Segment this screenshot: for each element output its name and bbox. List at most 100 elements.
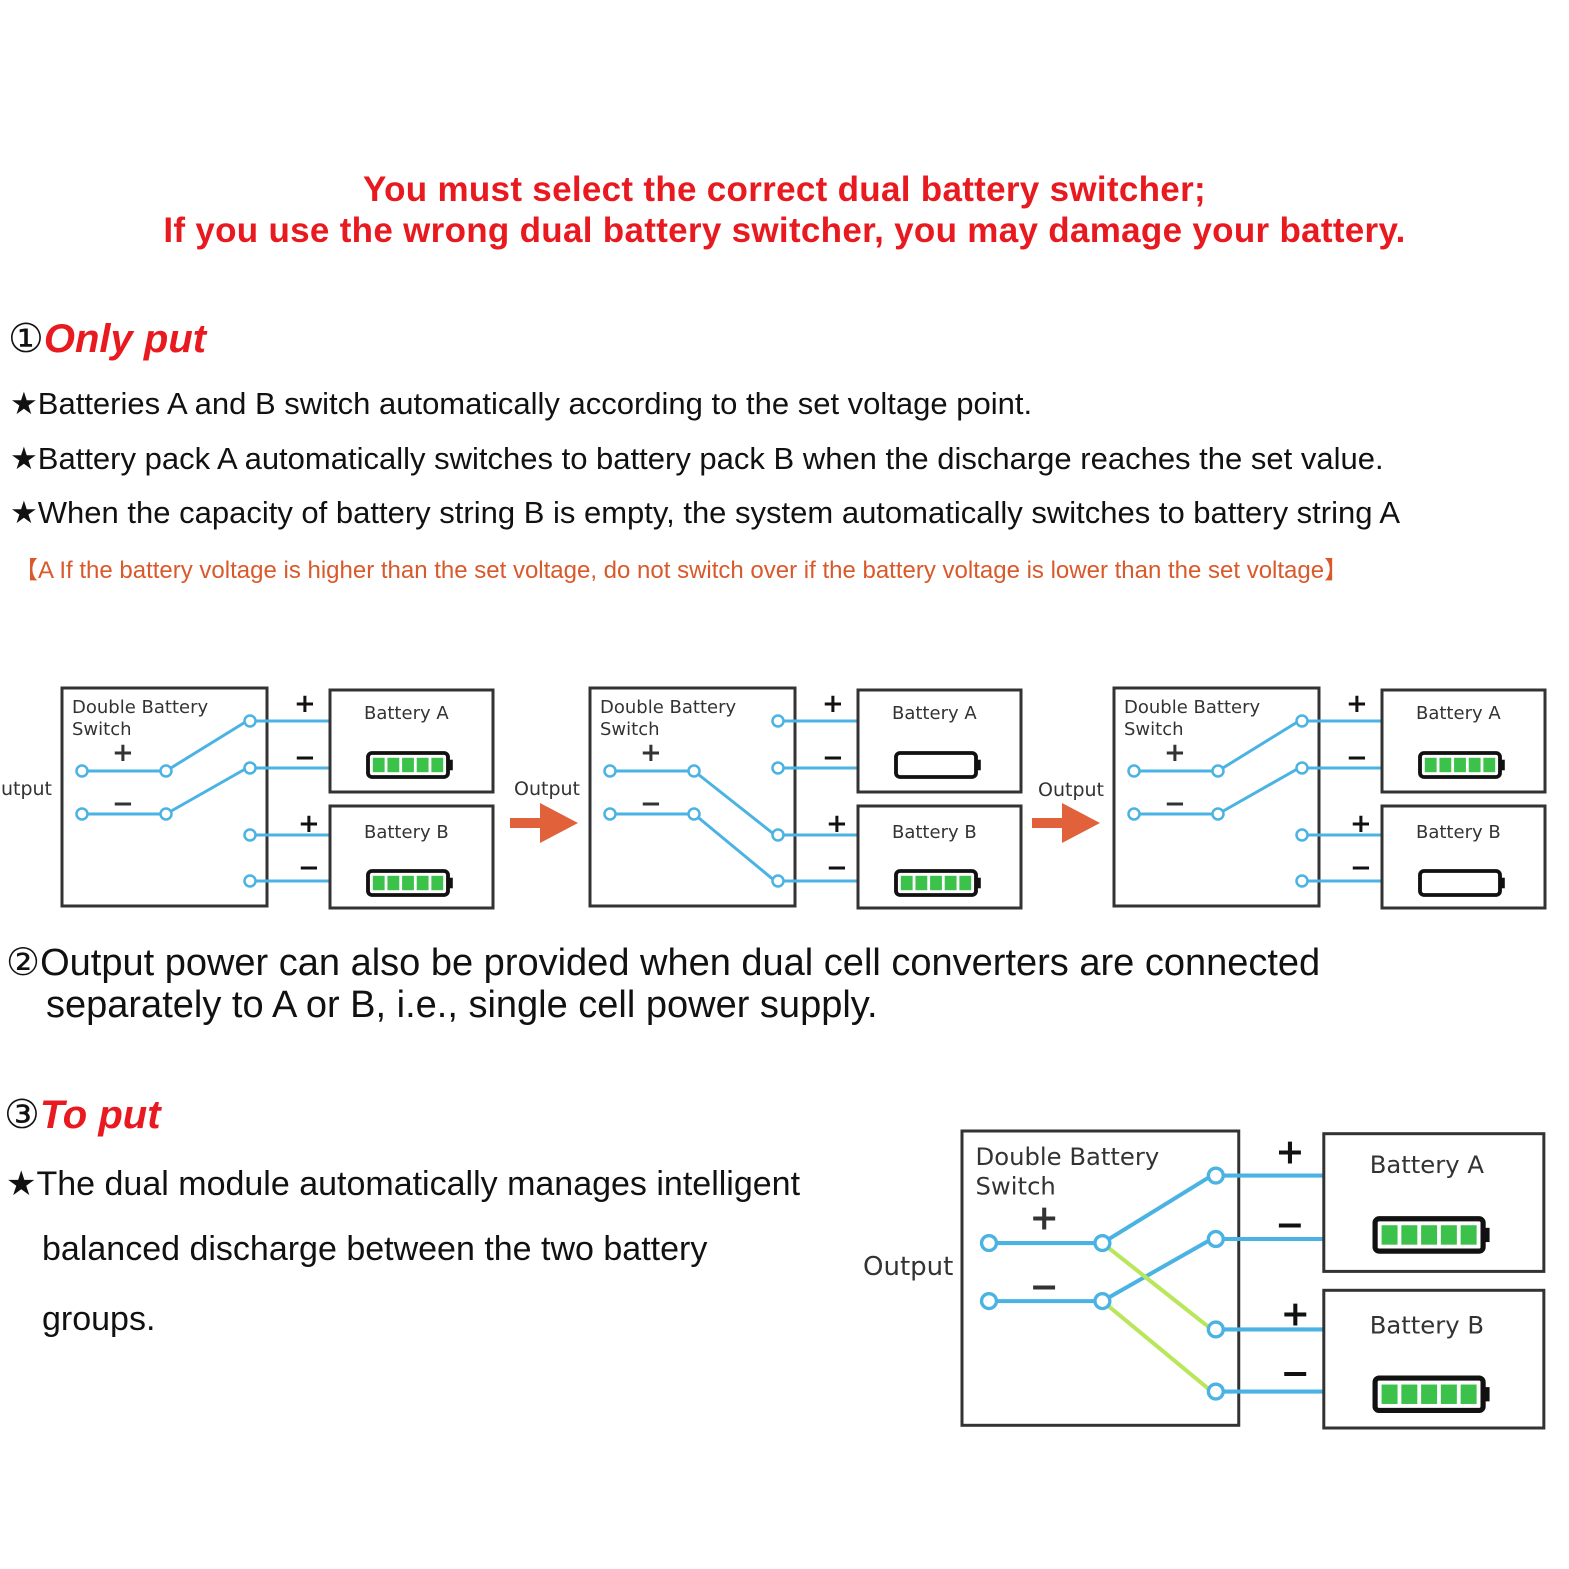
section-2-line-1: Output power can also be provided when d… [40, 942, 1321, 984]
switch-arm-plus [165, 719, 248, 773]
section-2-number: ② [6, 942, 41, 984]
switch-arm-minus [693, 812, 776, 883]
terminal-b-minus-contact [1206, 1382, 1225, 1401]
terminal-a-minus-contact [1206, 1229, 1225, 1249]
battery-b-icon-terminal [1500, 877, 1505, 889]
battery-b-icon-cell [900, 875, 913, 891]
terminal-a-minus-contact [771, 761, 785, 775]
output-label-2: Output [514, 778, 580, 800]
input-plus-contact [979, 1233, 999, 1253]
battery-a-icon-cell [387, 757, 400, 773]
arrow-head [1062, 803, 1100, 843]
battery-a-icon-cell [1381, 1225, 1398, 1245]
battery-b-plus-sign: + [1281, 1293, 1310, 1334]
battery-b-icon-cell [1440, 1384, 1457, 1404]
battery-b-icon-cell [431, 875, 444, 891]
switch-arm-plus [1217, 719, 1300, 773]
battery-a-label: Battery A [1370, 1150, 1485, 1179]
battery-a-icon-cell [1460, 1225, 1477, 1245]
switch-label-line-1: Double Battery [1124, 697, 1260, 718]
pivot-plus-contact [159, 764, 173, 778]
terminal-a-minus-contact [1295, 761, 1309, 775]
battery-b-icon-cell [915, 875, 928, 891]
switch-minus-sign: − [640, 789, 662, 819]
switch-plus-sign: + [1030, 1198, 1059, 1239]
battery-a-icon-cell [372, 757, 385, 773]
battery-b-icon-cell [930, 875, 942, 891]
battery-a-label: Battery A [364, 703, 449, 724]
pivot-plus-contact [1211, 764, 1225, 778]
input-minus-contact [979, 1291, 999, 1311]
pivot-minus-contact [159, 807, 173, 821]
battery-b-icon-body [1418, 869, 1502, 897]
switch-label-line-2: Switch [600, 719, 660, 740]
battery-b-icon-terminal [1483, 1387, 1490, 1402]
output-label-3: Output [1038, 779, 1104, 801]
battery-a-minus-sign: − [822, 743, 844, 773]
switch-label-line-1: Double Battery [600, 697, 736, 718]
switch-minus-sign: − [1164, 789, 1186, 819]
battery-b-icon-cell [959, 875, 972, 891]
warning-line-1: You must select the correct dual battery… [363, 170, 1206, 209]
output-label-4: Output [863, 1252, 953, 1282]
switch-arm-plus [693, 769, 776, 837]
switch-box [60, 686, 269, 908]
terminal-b-plus-contact [1295, 828, 1309, 842]
terminal-a-plus-contact [1295, 714, 1309, 728]
input-plus-contact [603, 764, 617, 778]
switch-arm-plus-b [1101, 1241, 1214, 1332]
battery-b-icon-cell [372, 875, 385, 891]
battery-b-icon-cell [1401, 1384, 1418, 1404]
battery-a-icon-cell [1454, 757, 1466, 773]
section-1-bullet-1: ★Batteries A and B switch automatically … [10, 386, 1033, 421]
pivot-minus-contact [1093, 1291, 1112, 1311]
battery-b-label: Battery B [364, 822, 449, 843]
battery-a-minus-sign: − [1275, 1204, 1304, 1245]
battery-a-label: Battery A [892, 703, 977, 724]
battery-b-label: Battery B [1416, 822, 1501, 843]
battery-a-icon-terminal [1500, 759, 1505, 771]
battery-a-icon-cell [1421, 1225, 1438, 1245]
pivot-plus-contact [1093, 1233, 1112, 1253]
battery-b-minus-sign: − [826, 853, 848, 883]
switch-arm-plus-a [1101, 1173, 1213, 1245]
battery-a-label: Battery A [1416, 703, 1501, 724]
terminal-b-minus-contact [1295, 874, 1309, 888]
terminal-a-plus-contact [1206, 1166, 1225, 1185]
pivot-minus-contact [687, 807, 701, 821]
switch-arm-minus-a [1101, 1237, 1213, 1303]
warning-line-2: If you use the wrong dual battery switch… [163, 211, 1406, 250]
section-3-title: To put [39, 1093, 161, 1137]
battery-b-icon-terminal [448, 877, 453, 889]
section-3-line-1: ★The dual module automatically manages i… [6, 1165, 801, 1203]
pivot-plus-contact [687, 764, 701, 778]
battery-a-icon-terminal [448, 759, 453, 771]
section-3-heading: ③To put [4, 1092, 161, 1138]
battery-a-icon-cell [1468, 757, 1481, 773]
battery-b-icon-terminal [976, 877, 981, 889]
section-1-number: ① [8, 317, 44, 361]
switch-plus-sign: + [112, 738, 134, 768]
battery-b-icon-cell [1381, 1384, 1398, 1404]
section-1-heading: ①Only put [8, 316, 206, 362]
battery-a-icon-terminal [1483, 1227, 1490, 1243]
switch-label-line-2: Switch [976, 1171, 1056, 1200]
battery-a-icon-cell [1424, 757, 1437, 773]
battery-a-plus-sign: + [294, 689, 316, 719]
section-2-text: ②Output power can also be provided when … [6, 942, 1320, 1026]
battery-a-icon-cell [402, 757, 414, 773]
battery-b-plus-sign: + [1350, 809, 1372, 839]
section-1-title: Only put [43, 317, 207, 361]
terminal-b-minus-contact [771, 874, 785, 888]
battery-b-minus-sign: − [1350, 853, 1372, 883]
arrow-right-icon-1 [510, 803, 578, 843]
section-1-bullet-2: ★Battery pack A automatically switches t… [10, 441, 1384, 476]
battery-b-label: Battery B [1370, 1311, 1484, 1340]
arrow-shaft [1032, 818, 1070, 828]
switch-box [1112, 686, 1321, 908]
